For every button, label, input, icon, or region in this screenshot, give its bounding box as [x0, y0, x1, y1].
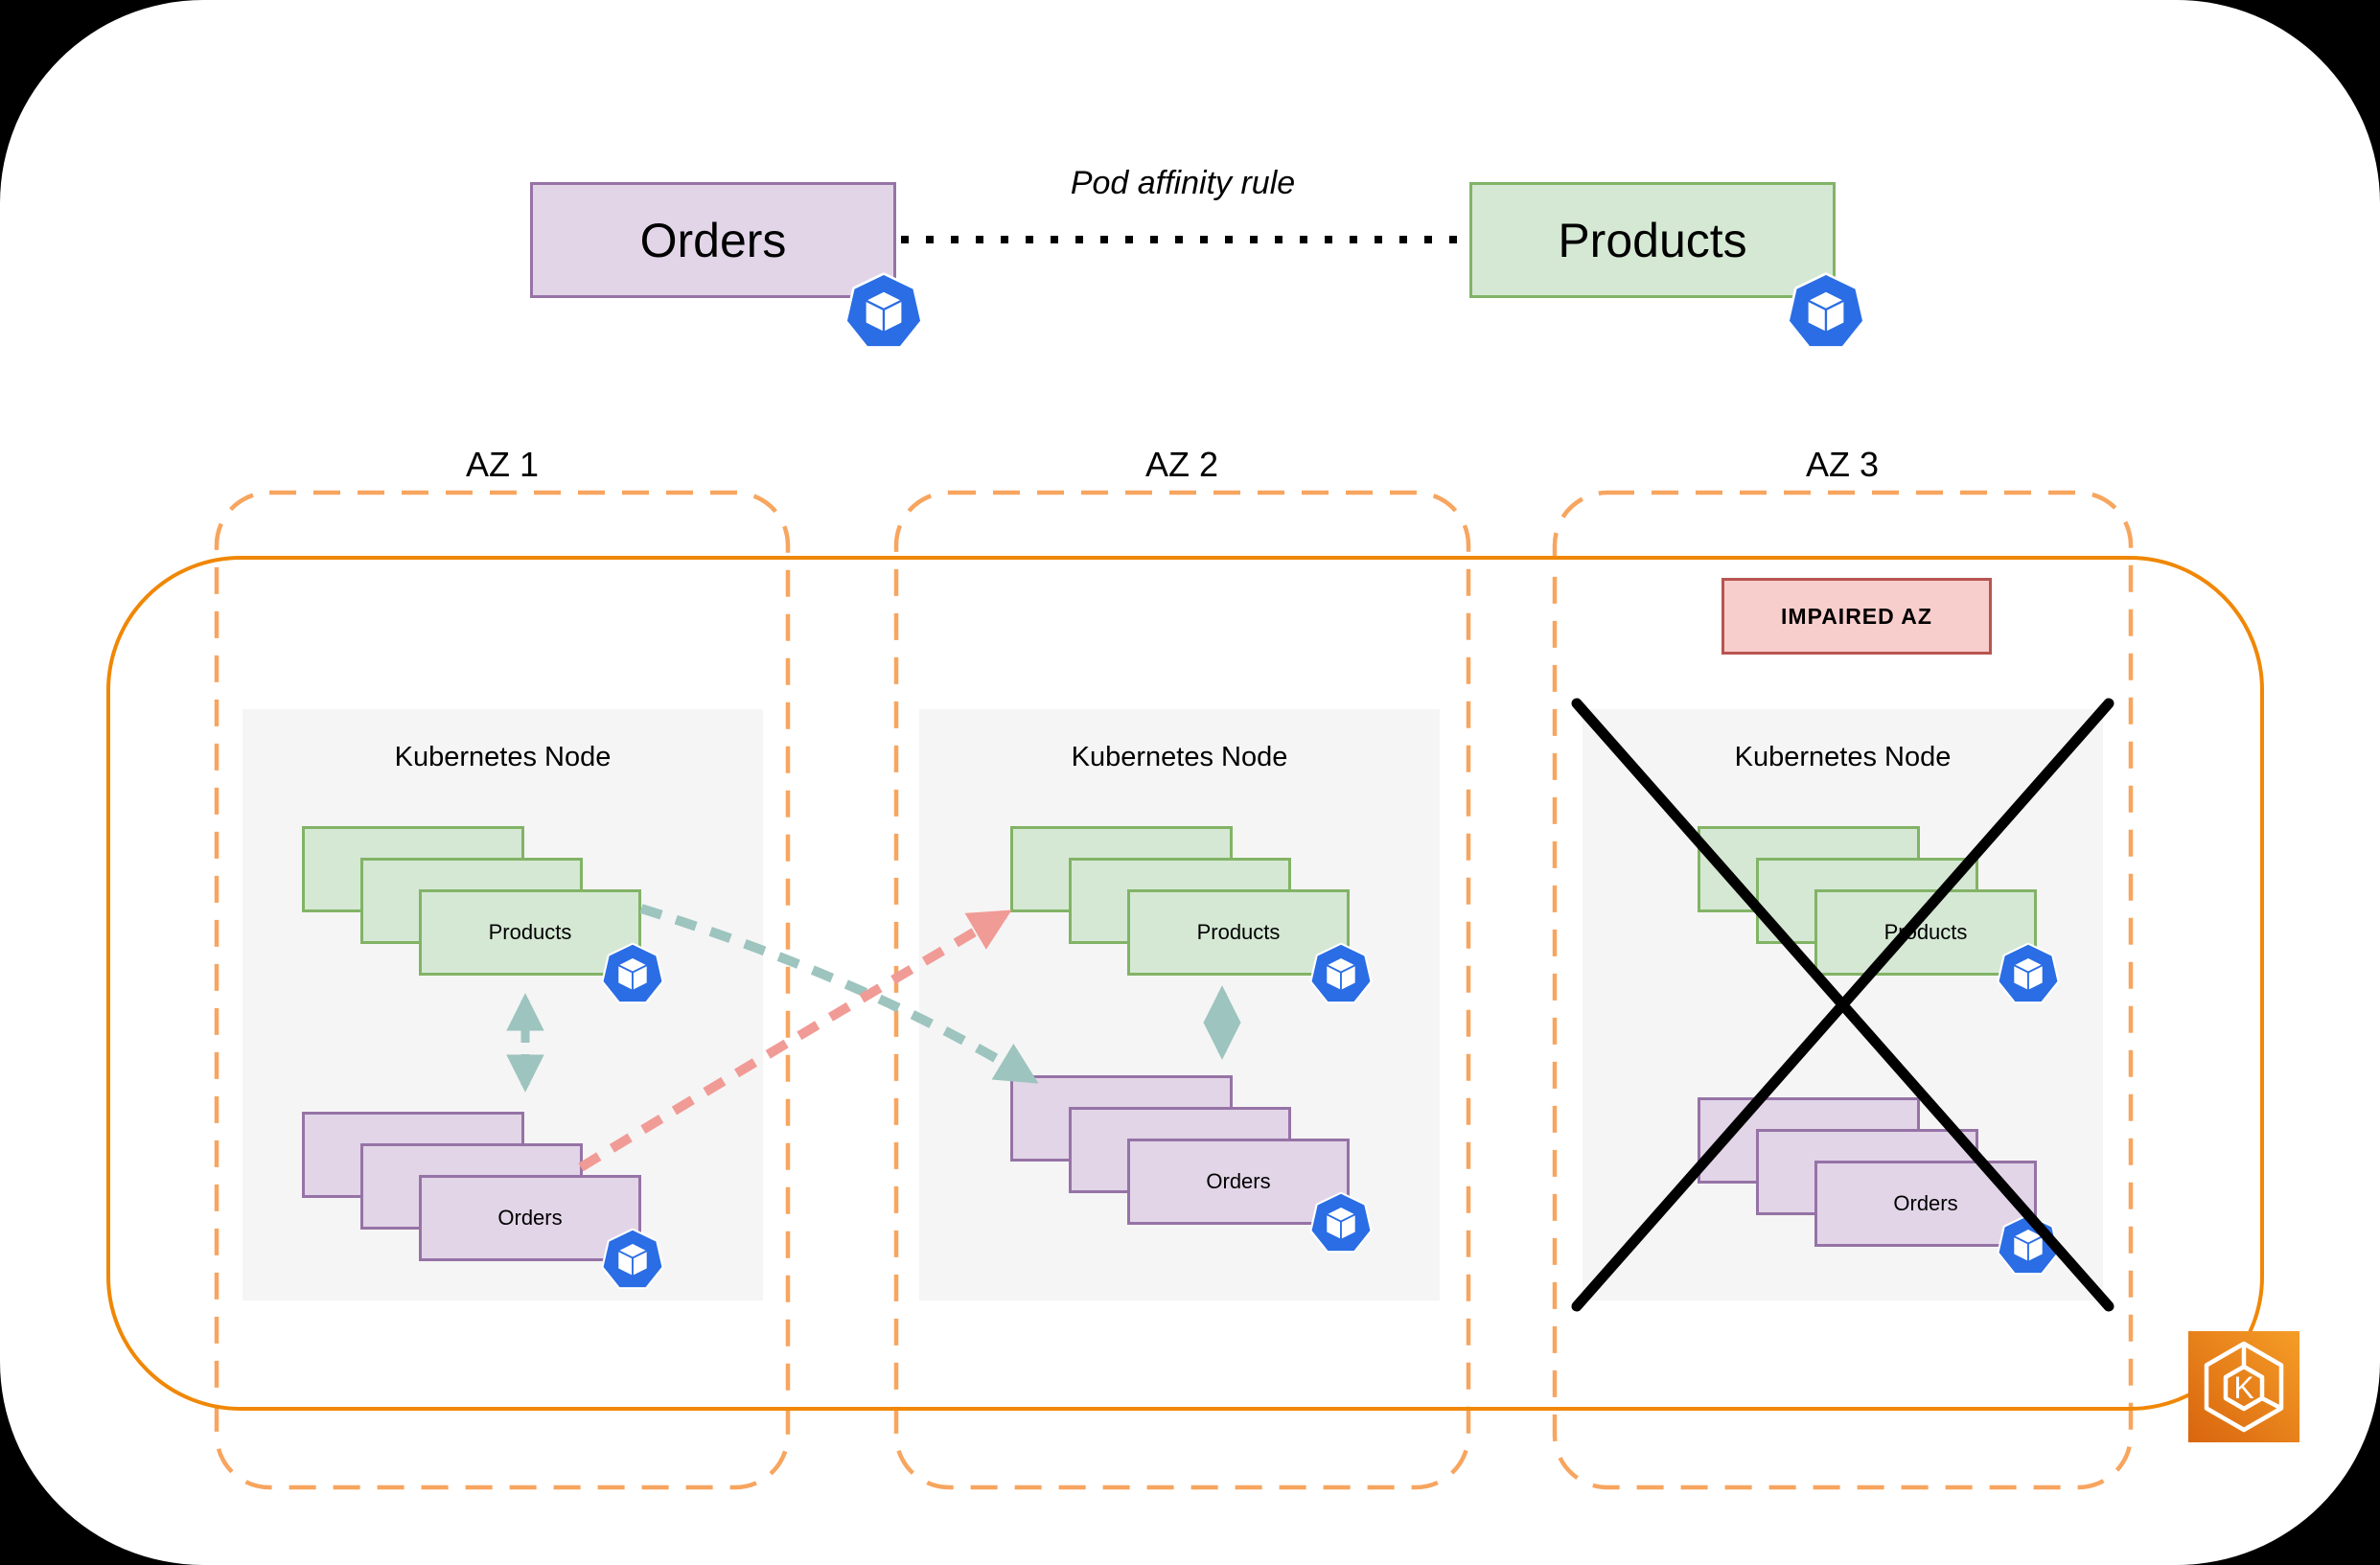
- amazon-eks-icon: K: [2188, 1331, 2299, 1442]
- orders-pod: Orders: [1127, 1139, 1350, 1225]
- kubernetes-pod-icon: [598, 1226, 667, 1295]
- eks-letter: K: [2233, 1370, 2253, 1405]
- products-pod: Products: [1127, 889, 1350, 976]
- orders-pod-label: Orders: [497, 1206, 563, 1230]
- orders-pod: Orders: [419, 1175, 641, 1261]
- orders-pod-label: Orders: [1893, 1191, 1958, 1215]
- orders-service-label: Orders: [639, 213, 787, 267]
- kubernetes-node-az3: Kubernetes Node Products Orders: [1583, 709, 2103, 1300]
- kubernetes-pod-icon: [598, 940, 667, 1009]
- products-pod-label: Products: [1196, 920, 1281, 944]
- products-pod-stack: Products: [1010, 826, 1350, 979]
- orders-pod-stack: Orders: [302, 1112, 641, 1265]
- orders-service-box: Orders: [530, 182, 896, 298]
- impaired-az-badge: IMPAIRED AZ: [1721, 578, 1992, 655]
- kubernetes-pod-icon: [1306, 1189, 1375, 1258]
- eks-hexagon-mark: [2204, 1341, 2284, 1433]
- products-service-box: Products: [1469, 182, 1836, 298]
- products-service-label: Products: [1558, 213, 1747, 267]
- kubernetes-pod-icon: [1994, 1211, 2063, 1280]
- products-pod-stack: Products: [1698, 826, 2037, 979]
- node-title: Kubernetes Node: [1734, 742, 1952, 772]
- products-pod-label: Products: [1883, 920, 1968, 944]
- node-title: Kubernetes Node: [1071, 742, 1288, 772]
- kubernetes-pod-icon: [1994, 940, 2063, 1009]
- pod-affinity-rule-label: Pod affinity rule: [1070, 165, 1296, 201]
- az3-label: AZ 3: [1805, 445, 1880, 484]
- orders-pod-stack: Orders: [1010, 1075, 1350, 1229]
- kubernetes-node-az2: Kubernetes Node Products Orders: [919, 709, 1440, 1300]
- kubernetes-node-az1: Kubernetes Node Products Orders: [243, 709, 763, 1300]
- az2-label: AZ 2: [1144, 445, 1219, 484]
- orders-pod-stack: Orders: [1698, 1097, 2037, 1251]
- kubernetes-pod-icon: [1783, 269, 1869, 356]
- node-title: Kubernetes Node: [394, 742, 612, 772]
- kubernetes-pod-icon: [1306, 940, 1375, 1009]
- az1-label: AZ 1: [465, 445, 540, 484]
- orders-pod-label: Orders: [1206, 1169, 1271, 1193]
- kubernetes-pod-icon: [841, 269, 927, 356]
- products-pod-label: Products: [488, 920, 572, 944]
- products-pod-stack: Products: [302, 826, 641, 979]
